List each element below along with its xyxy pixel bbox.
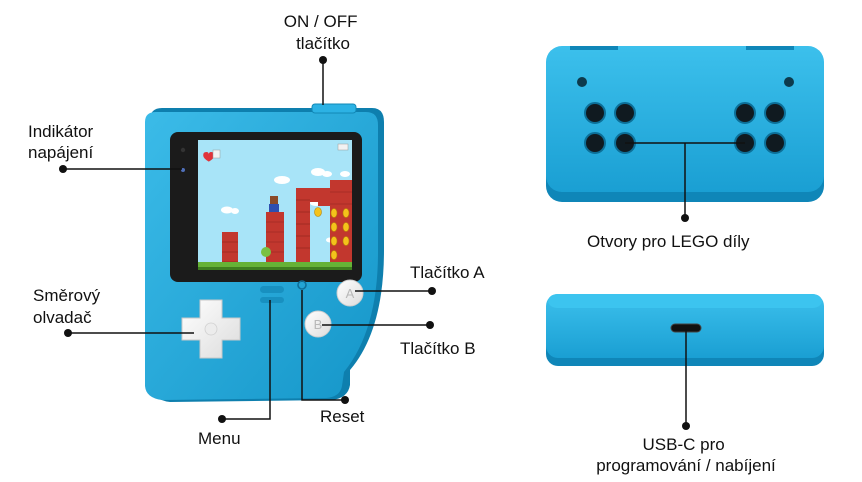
label-button-b: Tlačítko B: [400, 339, 476, 358]
label-button-a: Tlačítko A: [410, 263, 485, 282]
b-button[interactable]: B: [304, 310, 332, 338]
label-usb-c: USB-C pro programování / nabíjení: [596, 435, 776, 475]
console-bottom-view: [546, 294, 824, 366]
label-menu: Menu: [198, 429, 241, 448]
label-dpad: Směrový olvadač: [33, 286, 105, 327]
callout-lines: [63, 60, 745, 426]
dpad[interactable]: [181, 299, 241, 359]
power-switch[interactable]: [311, 103, 357, 114]
label-power-indicator: Indikátor napájení: [28, 122, 98, 162]
label-power-switch: ON / OFF tlačítko: [284, 12, 362, 53]
a-button[interactable]: A: [336, 279, 364, 307]
label-reset: Reset: [320, 407, 365, 426]
callout-dots: [59, 56, 690, 430]
reset-button[interactable]: [297, 280, 307, 290]
power-led: [180, 147, 186, 153]
b-button-glyph: B: [314, 317, 323, 332]
game-screen: [198, 140, 352, 270]
menu-button[interactable]: [260, 286, 284, 293]
a-button-glyph: A: [346, 286, 355, 301]
console-back-view: [546, 46, 824, 202]
game-console: A B: [145, 103, 384, 402]
label-lego-holes: Otvory pro LEGO díly: [587, 232, 750, 251]
